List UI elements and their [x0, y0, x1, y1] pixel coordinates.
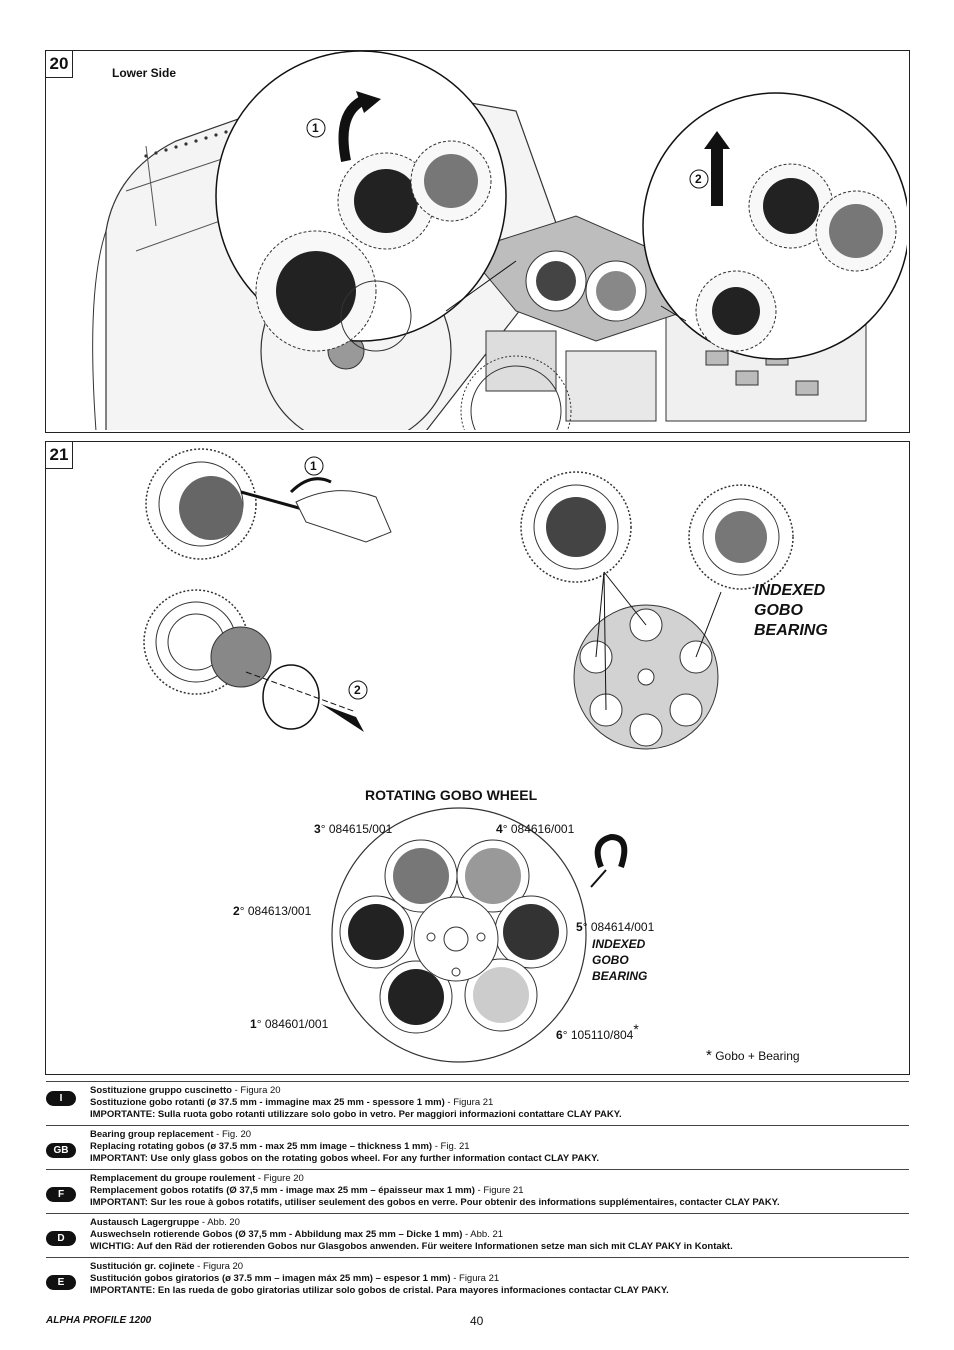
lang-block-gb: GB Bearing group replacement - Fig. 20 R… — [46, 1125, 909, 1170]
figure-number: 21 — [46, 442, 73, 469]
lang-text: Austausch Lagergruppe - Abb. 20 Auswechs… — [90, 1217, 733, 1252]
lang-badge: E — [46, 1275, 76, 1290]
gobo-3-label: 3° 084615/001 — [314, 822, 393, 836]
bearing-line: BEARING — [754, 622, 828, 639]
lang-block-f: F Remplacement du groupe roulement - Fig… — [46, 1169, 909, 1214]
fig21-illustration — [143, 448, 794, 1063]
lang-block-i: I Sostituzione gruppo cuscinetto - Figur… — [46, 1081, 909, 1126]
indexed-line: INDEXED — [592, 937, 646, 951]
gobo-4-label: 4° 084616/001 — [496, 822, 575, 836]
lang-badge: I — [46, 1091, 76, 1106]
step-1-label: 1 — [310, 459, 317, 473]
step-1-label: 1 — [312, 121, 319, 135]
lang-text: Remplacement du groupe roulement - Figur… — [90, 1173, 780, 1208]
lang-block-e: E Sustitución gr. cojinete - Figura 20 S… — [46, 1257, 909, 1302]
lower-side-label: Lower Side — [112, 66, 177, 80]
gobo-2-label: 2° 084613/001 — [233, 904, 312, 918]
lang-text: Sostituzione gruppo cuscinetto - Figura … — [90, 1085, 622, 1120]
bearing-line: BEARING — [592, 969, 648, 983]
figure-number: 20 — [46, 51, 73, 78]
page-number: 40 — [470, 1314, 484, 1328]
indexed-gobo-bearing-label-upper: INDEXED GOBO BEARING — [754, 581, 828, 641]
step-2-circle — [689, 169, 709, 189]
lang-badge: D — [46, 1231, 76, 1246]
product-name: ALPHA PROFILE 1200 — [46, 1315, 152, 1326]
indexed-line: INDEXED — [754, 582, 826, 599]
lang-text: Bearing group replacement - Fig. 20 Repl… — [90, 1129, 599, 1164]
lang-badge: F — [46, 1187, 76, 1202]
step-1-circle — [304, 456, 324, 476]
lang-block-d: D Austausch Lagergruppe - Abb. 20 Auswec… — [46, 1213, 909, 1258]
gobo-5-label: 5° 084614/001 — [576, 920, 655, 934]
rotating-gobo-wheel-title: ROTATING GOBO WHEEL — [365, 787, 538, 803]
step-2-label: 2 — [354, 683, 361, 697]
footnote: * Gobo + Bearing — [706, 1047, 800, 1064]
fig20-illustration — [92, 51, 907, 430]
indexed-gobo-bearing-label-lower: INDEXED GOBO BEARING — [592, 936, 647, 984]
step-1-circle — [306, 118, 326, 138]
step-2-label: 2 — [695, 172, 702, 186]
figure-20: 20 Lower Side — [45, 50, 910, 433]
figure-21: 21 — [45, 441, 910, 1075]
gobo-1-label: 1° 084601/001 — [250, 1017, 329, 1031]
lang-text: Sustitución gr. cojinete - Figura 20 Sus… — [90, 1261, 669, 1296]
gobo-line: GOBO — [754, 602, 803, 619]
gobo-6-label: 6° 105110/804* — [556, 1021, 639, 1042]
step-2-circle — [348, 680, 368, 700]
gobo-line: GOBO — [592, 953, 629, 967]
lang-badge: GB — [46, 1143, 76, 1158]
